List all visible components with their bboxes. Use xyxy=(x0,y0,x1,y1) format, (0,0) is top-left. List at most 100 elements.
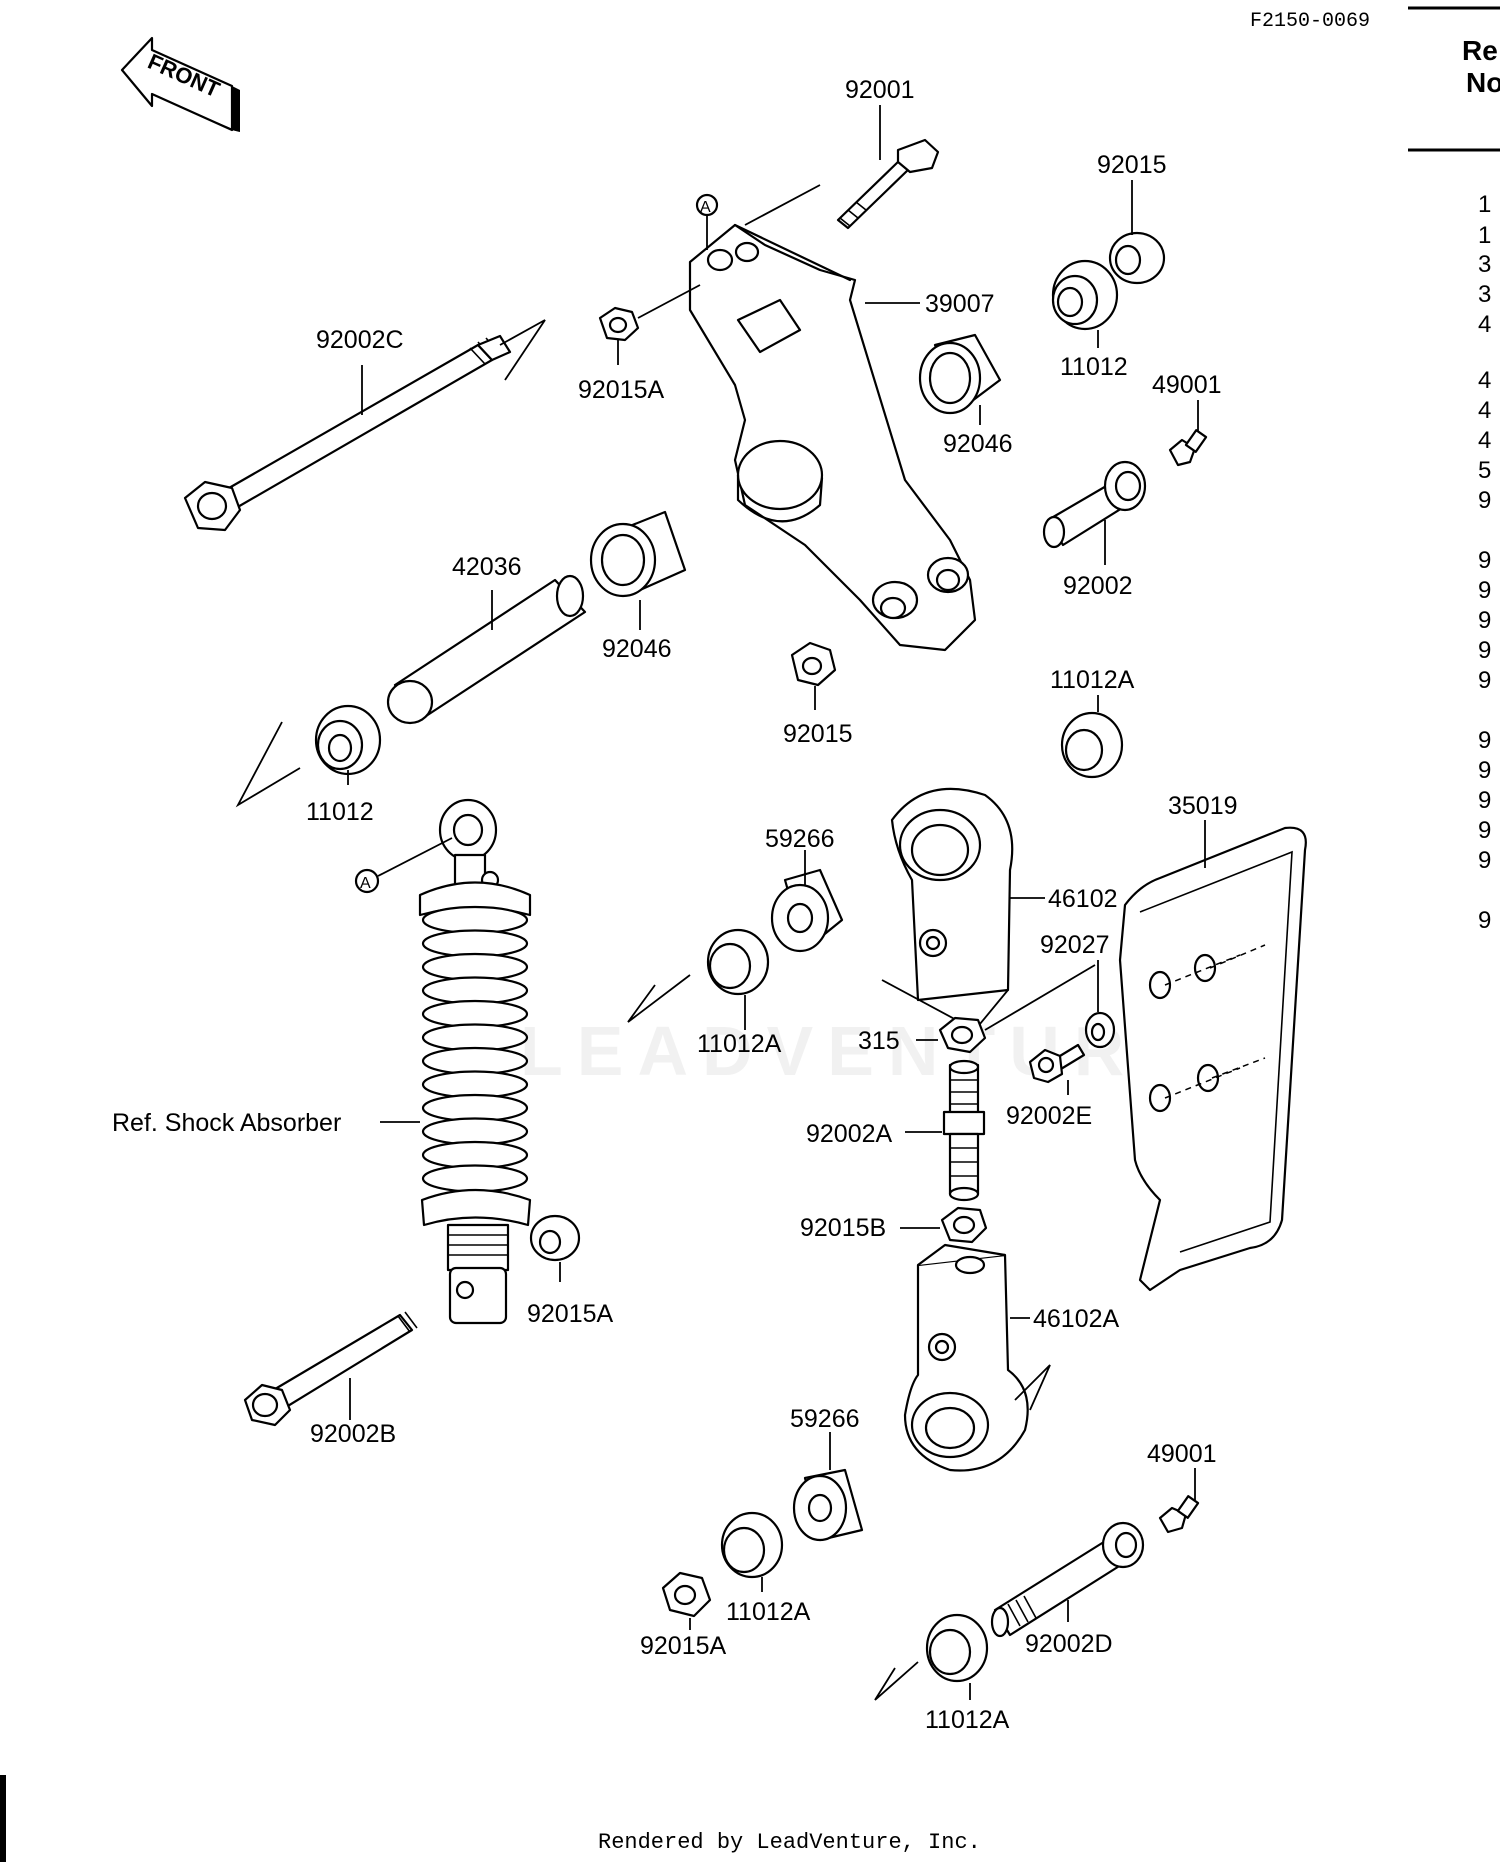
bushing-59266-top xyxy=(770,850,844,953)
bushing-11012a-lowest xyxy=(874,1613,989,1701)
nut-92015-top xyxy=(1108,180,1166,285)
bushing-11012a-bottom xyxy=(720,1511,784,1592)
label-92002c: 92002C xyxy=(316,326,404,354)
label-59266-bottom: 59266 xyxy=(790,1405,860,1433)
ref-number-digit: 4 xyxy=(1478,367,1491,394)
ref-number-digit: 9 xyxy=(1478,547,1491,574)
drawing-id: F2150-0069 xyxy=(1250,10,1370,33)
ref-number-digit: 9 xyxy=(1478,727,1491,754)
bushing-11012-left xyxy=(235,704,382,808)
ref-number-digit: 9 xyxy=(1478,607,1491,634)
ref-number-digit: 3 xyxy=(1478,281,1491,308)
ref-no-header-line1: Re xyxy=(1462,35,1498,66)
front-arrow-icon: FRONT xyxy=(120,36,240,132)
ref-number-digit: 9 xyxy=(1478,637,1491,664)
ref-number-digit: 9 xyxy=(1478,667,1491,694)
ref-number-digit: 9 xyxy=(1478,757,1491,784)
ref-number-digit: 9 xyxy=(1478,907,1491,934)
spring-coil xyxy=(421,1046,529,1076)
label-11012a-lowest: 11012A xyxy=(925,1706,1010,1734)
ref-no-header-line2: No xyxy=(1466,67,1500,98)
label-92002: 92002 xyxy=(1063,572,1133,600)
spring-coil xyxy=(421,1093,529,1123)
label-49001-bottom: 49001 xyxy=(1147,1440,1217,1468)
label-11012-top: 11012 xyxy=(1060,353,1128,381)
label-92015a-top: 92015A xyxy=(578,376,665,404)
label-49001-top: 49001 xyxy=(1152,371,1222,399)
label-shock-absorber: Ref. Shock Absorber xyxy=(112,1109,341,1137)
nut-315 xyxy=(916,964,1096,1054)
label-92046-left: 92046 xyxy=(602,635,672,663)
ref-number-digit: 1 xyxy=(1478,222,1491,249)
ref-number-digit: 3 xyxy=(1478,251,1491,278)
ref-number-digit: 4 xyxy=(1478,311,1491,338)
stud-92002a xyxy=(905,1059,986,1202)
spring-coil xyxy=(421,929,529,958)
spring-coil xyxy=(421,1117,529,1146)
bolt-92002b xyxy=(243,1311,418,1427)
label-11012a-left: 11012A xyxy=(697,1030,782,1058)
spring-coil xyxy=(421,1140,529,1170)
spring-coil xyxy=(421,1070,529,1099)
bushing-11012a-mid xyxy=(1060,695,1124,779)
label-92015a-bottom: 92015A xyxy=(640,1632,727,1660)
label-42036: 42036 xyxy=(452,553,522,581)
ref-number-digit: 1 xyxy=(1478,191,1491,218)
washer-92027 xyxy=(1084,960,1116,1049)
spring-coil xyxy=(421,905,529,935)
label-92002e: 92002E xyxy=(1006,1102,1092,1130)
nut-92015-mid xyxy=(790,641,837,710)
bushing-11012-top xyxy=(1051,259,1119,348)
ref-number-digit: 9 xyxy=(1478,847,1491,874)
ref-number-digit: 4 xyxy=(1478,427,1491,454)
spring-coil xyxy=(421,952,529,982)
ref-number-digit: 5 xyxy=(1478,457,1491,484)
tie-rod-46102 xyxy=(881,787,1045,1032)
bushing-11012a-left xyxy=(627,928,770,1030)
pin-92002 xyxy=(1042,460,1147,565)
ref-number-digit: 9 xyxy=(1478,577,1491,604)
ref-marker-a-top-text: A xyxy=(700,199,711,216)
label-92046-right: 92046 xyxy=(943,430,1013,458)
ref-number-digit: 4 xyxy=(1478,397,1491,424)
bearing-92046-right xyxy=(918,333,1002,425)
label-92015-mid: 92015 xyxy=(783,720,853,748)
tie-rod-46102a xyxy=(903,1243,1051,1472)
nut-92015b xyxy=(900,1206,988,1244)
nut-92015a-bottom xyxy=(661,1571,712,1630)
ref-number-digit: 9 xyxy=(1478,817,1491,844)
ref-number-digit: 9 xyxy=(1478,487,1491,514)
label-92001: 92001 xyxy=(845,76,915,104)
nut-92015a-shock xyxy=(529,1214,581,1282)
pin-92002d xyxy=(990,1521,1145,1638)
label-92002a: 92002A xyxy=(806,1120,893,1148)
spring-coil xyxy=(421,999,529,1029)
label-92015b: 92015B xyxy=(800,1214,886,1242)
label-59266-top: 59266 xyxy=(765,825,835,853)
spring-coil xyxy=(421,1023,529,1052)
bushing-59266-bottom xyxy=(792,1432,864,1542)
ref-marker-a-top xyxy=(695,193,719,217)
link-bracket-39007 xyxy=(688,223,977,652)
label-92027: 92027 xyxy=(1040,931,1110,959)
shock-spring xyxy=(421,905,529,1193)
label-11012a-bottom: 11012A xyxy=(726,1598,811,1626)
spring-coil xyxy=(421,1164,529,1193)
spring-coil xyxy=(421,976,529,1005)
bolt-92002c xyxy=(183,319,546,532)
label-92002d: 92002D xyxy=(1025,1630,1113,1658)
label-46102: 46102 xyxy=(1048,885,1118,913)
label-39007: 39007 xyxy=(925,290,995,318)
grease-nipple-49001-top xyxy=(1168,400,1208,467)
label-92015-top: 92015 xyxy=(1097,151,1167,179)
ref-marker-a-shock xyxy=(354,868,380,894)
label-11012-left: 11012 xyxy=(306,798,374,826)
label-46102a: 46102A xyxy=(1033,1305,1120,1333)
shock-absorber xyxy=(380,798,532,1325)
label-11012a-mid: 11012A xyxy=(1050,666,1135,694)
label-92002b: 92002B xyxy=(310,1420,396,1448)
credit-text: Rendered by LeadVenture, Inc. xyxy=(598,1830,981,1855)
